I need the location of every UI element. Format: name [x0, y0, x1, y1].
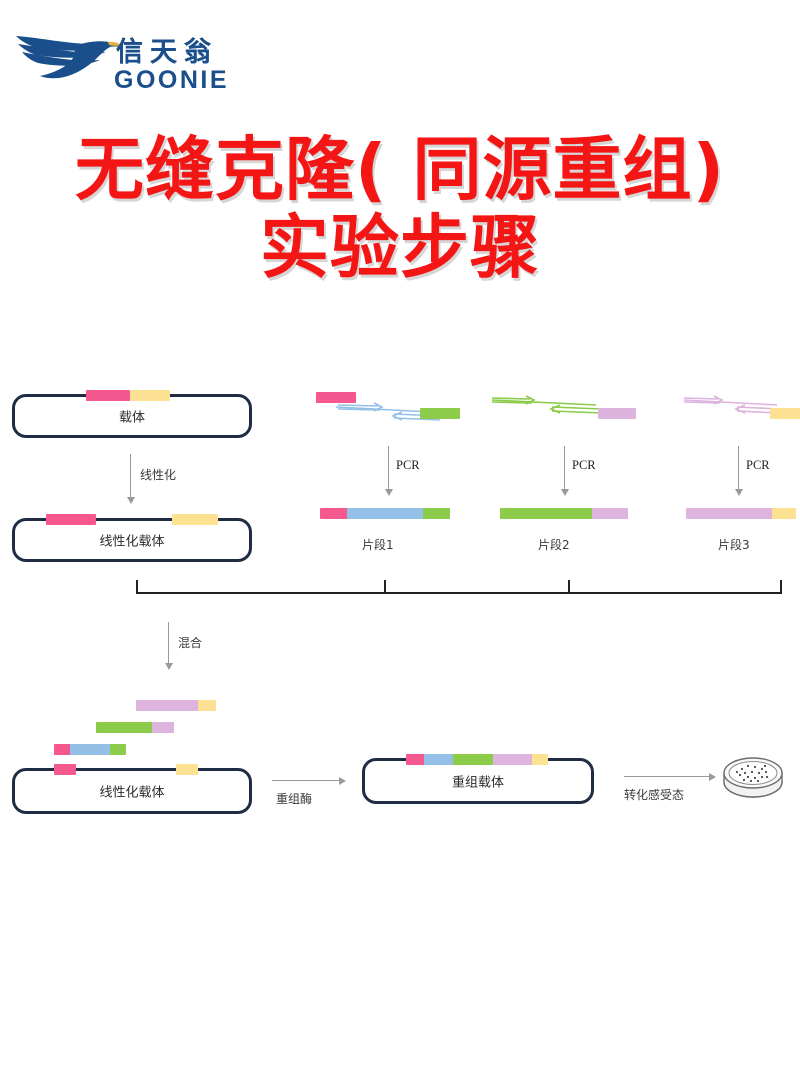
fragment1-label: 片段1 [362, 538, 394, 552]
fragment1-pcr-label: PCR [396, 458, 420, 472]
fragment3-template-yellow [770, 408, 800, 419]
fragment1-bar [320, 508, 450, 519]
assembly-fragment-3 [136, 700, 216, 711]
mix-label: 混合 [178, 636, 203, 650]
assembly-fragment-1 [54, 744, 126, 755]
brand-english-name: GOONIE [114, 66, 230, 94]
fragment3-label: 片段3 [718, 538, 750, 552]
fragment1-segment-green [422, 508, 450, 519]
fragment3-segment-lilac [686, 508, 772, 519]
vector-label: 载体 [118, 410, 145, 426]
assembly-vector-segment-pink [54, 764, 76, 775]
linearization-arrow [126, 454, 135, 504]
fragment1-segment-pink [320, 508, 348, 519]
fragment2-pcr-arrow [560, 446, 569, 496]
fragment2-label: 片段2 [538, 538, 570, 552]
fragment3-segment-yellow [771, 508, 796, 519]
linearization-label: 线性化 [140, 468, 177, 482]
fragment3-bar [686, 508, 796, 519]
assembly-vector-segment-yellow [176, 764, 198, 775]
vector-segment-yellow [130, 390, 170, 401]
fragment1-segment-blue [347, 508, 423, 519]
recombinant-vector-insert [406, 754, 548, 765]
fragment2-primers-icon [491, 395, 603, 414]
transform-label: 转化感受态 [624, 788, 685, 802]
page-title: 无缝克隆( 同源重组) 实验步骤 [0, 134, 800, 285]
fragment2-pcr-label: PCR [572, 458, 596, 472]
assembly-fragment-2 [96, 722, 174, 733]
fragment2-segment-lilac [592, 508, 628, 519]
transform-arrow [624, 772, 716, 781]
petri-dish-colonies-icon [723, 757, 783, 798]
linearized-segment-yellow [172, 514, 218, 525]
linearized-segment-pink [46, 514, 96, 525]
recombinant-segment-blue [424, 754, 453, 765]
fragment1-pcr-arrow [384, 446, 393, 496]
recombinant-segment-green [452, 754, 493, 765]
brand-logo: 信天翁 GOONIE [14, 24, 264, 100]
vector-segment-pink [86, 390, 130, 401]
recombinase-label: 重组酶 [276, 792, 313, 806]
recombinant-segment-pink [406, 754, 425, 765]
title-line-1: 无缝克隆( 同源重组) [74, 130, 726, 210]
linearized-vector-label: 线性化载体 [99, 534, 165, 550]
assembly-linearized-vector-label: 线性化载体 [99, 785, 165, 801]
fragment2-bar [500, 508, 628, 519]
fragment1-template-pink [316, 392, 356, 403]
fragment3-pcr-arrow [734, 446, 743, 496]
fragment2-template-lilac [598, 408, 636, 419]
assembly-linearized-vector: 线性化载体 [12, 768, 252, 814]
linearized-vector-plasmid: 线性化载体 [12, 518, 252, 562]
title-line-2: 实验步骤 [260, 208, 540, 289]
fragment1-template-green [420, 408, 460, 419]
fragment2-segment-green [500, 508, 593, 519]
mix-arrow [164, 622, 173, 670]
recombinant-vector-label: 重组载体 [451, 775, 504, 791]
recombinase-arrow [272, 776, 346, 785]
recombinant-segment-yellow [532, 754, 548, 765]
workflow-diagram: 载体 线性化 线性化载体 PCR 片段1 [0, 378, 800, 848]
albatross-bird-icon [16, 36, 122, 79]
brand-chinese-name: 信天翁 [116, 37, 218, 68]
fragment3-pcr-label: PCR [746, 458, 770, 472]
recombinant-segment-lilac [492, 754, 533, 765]
